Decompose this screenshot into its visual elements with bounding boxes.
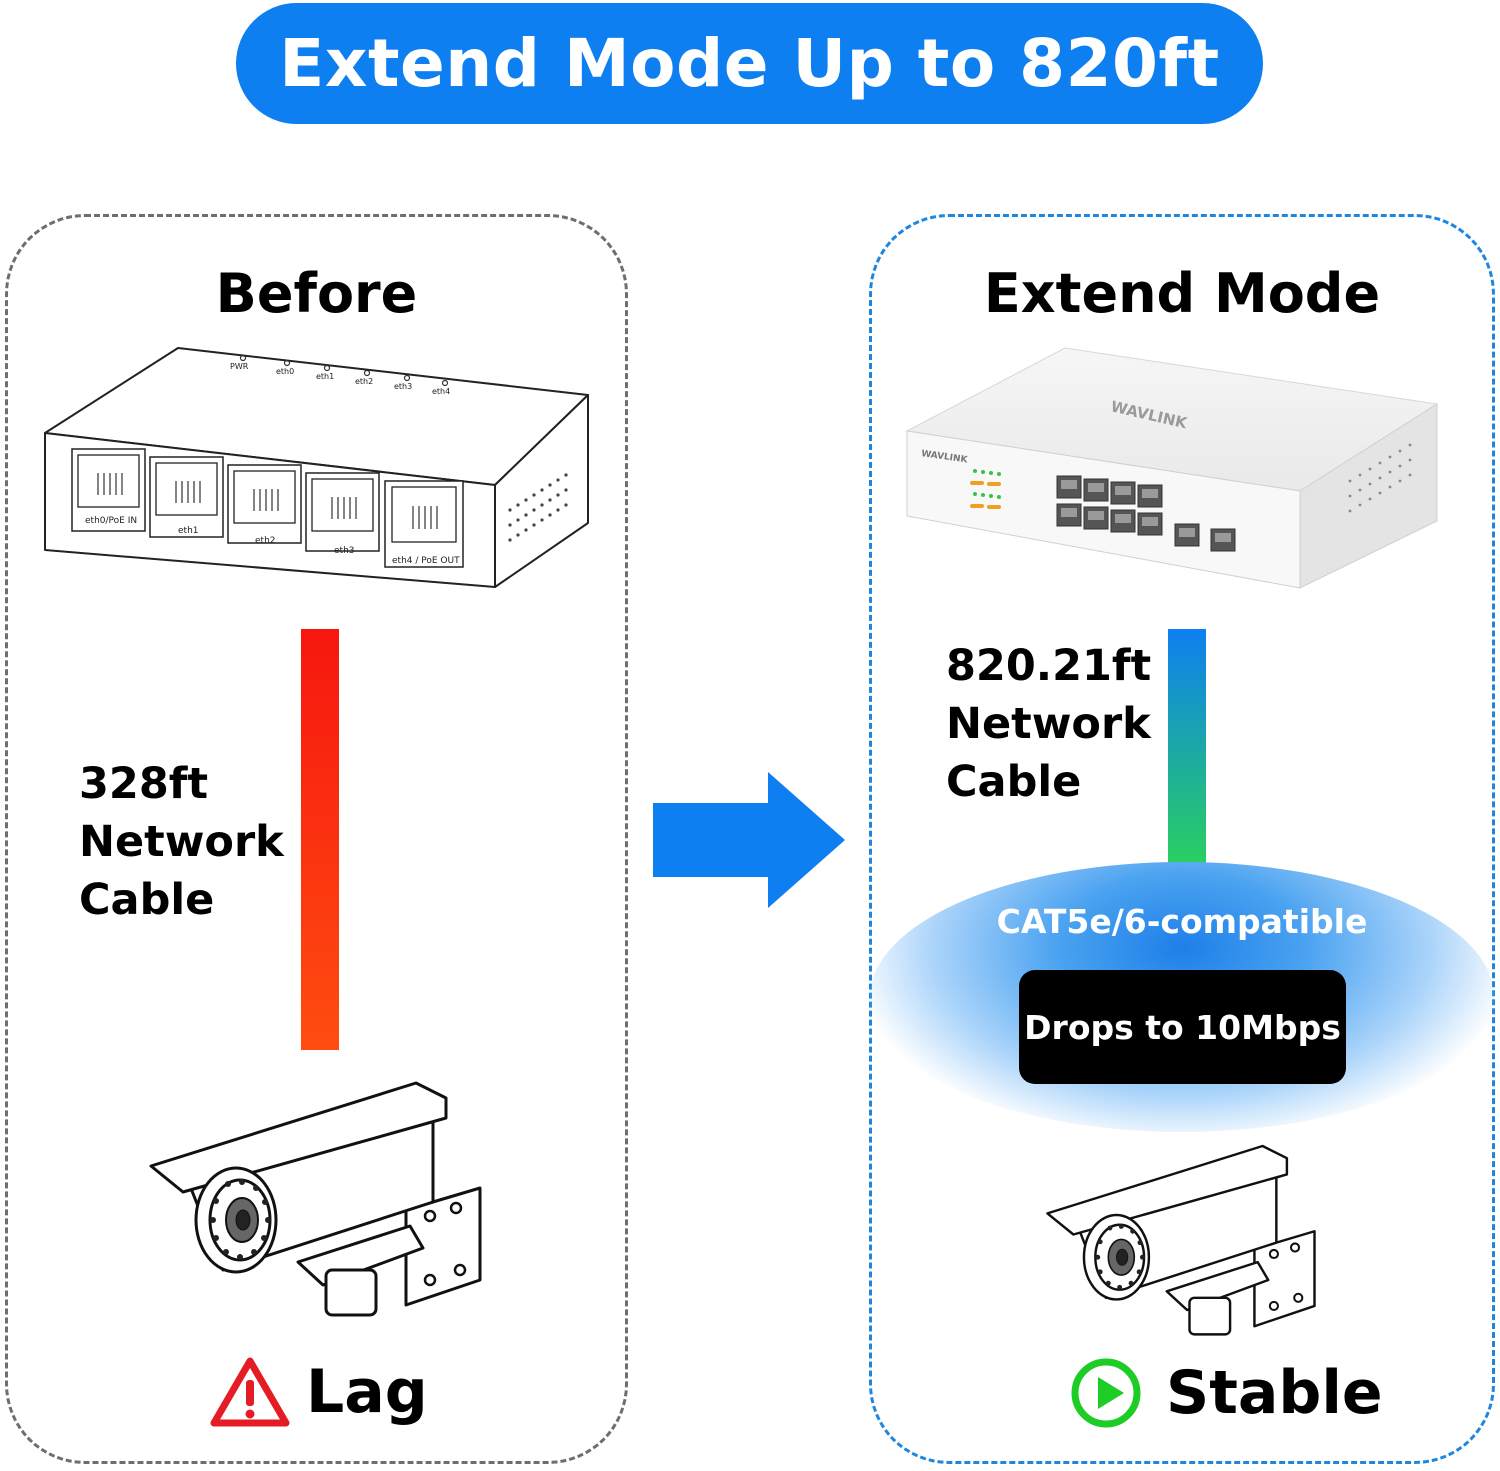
before-cable-bar <box>301 629 339 1050</box>
cable-word: Network <box>79 817 284 867</box>
cable-word: Cable <box>946 757 1082 807</box>
led-label: PWR <box>230 362 249 371</box>
port-label: eth1 <box>178 526 199 536</box>
led-label: eth3 <box>394 382 412 391</box>
led-label: eth4 <box>432 387 450 396</box>
extend-mode-panel <box>869 214 1495 1464</box>
warning-triangle-icon <box>210 1356 290 1428</box>
led-label: eth1 <box>316 372 334 381</box>
cable-length: 328ft <box>79 759 209 809</box>
before-cable-label: 328ft Network Cable <box>79 755 284 929</box>
compat-label: CAT5e/6-compatible <box>996 902 1368 941</box>
banner-title: Extend Mode Up to 820ft <box>279 25 1220 102</box>
port-label: eth4 / PoE OUT <box>392 556 460 566</box>
cable-length: 820.21ft <box>946 641 1152 691</box>
extend-security-camera <box>1046 1144 1316 1336</box>
before-title: Before <box>215 262 418 325</box>
before-status: Lag <box>210 1356 428 1428</box>
speed-badge: Drops to 10Mbps <box>1019 970 1346 1084</box>
led-label: eth2 <box>355 377 373 386</box>
extend-title: Extend Mode <box>983 262 1381 325</box>
before-panel <box>5 214 628 1464</box>
before-status-label: Lag <box>306 1357 428 1427</box>
arrow-right-icon <box>653 772 845 908</box>
before-security-camera <box>149 1081 482 1317</box>
port-label: eth3 <box>334 546 355 556</box>
before-switch-device: PWR eth0 eth1 eth2 eth3 eth4 eth0/PoE IN… <box>44 347 589 588</box>
title-banner: Extend Mode Up to 820ft <box>236 3 1263 124</box>
port-label: eth0/PoE IN <box>85 516 137 526</box>
cable-word: Network <box>946 699 1151 749</box>
play-circle-icon <box>1070 1357 1142 1429</box>
port-label: eth2 <box>255 536 276 546</box>
cable-word: Cable <box>79 875 215 925</box>
extend-cable-label: 820.21ft Network Cable <box>946 637 1151 811</box>
led-label: eth0 <box>276 367 294 376</box>
extend-switch-device: WAVLINK WAVLINK <box>905 347 1439 589</box>
extend-status: Stable <box>1070 1357 1383 1429</box>
extend-status-label: Stable <box>1166 1358 1383 1428</box>
